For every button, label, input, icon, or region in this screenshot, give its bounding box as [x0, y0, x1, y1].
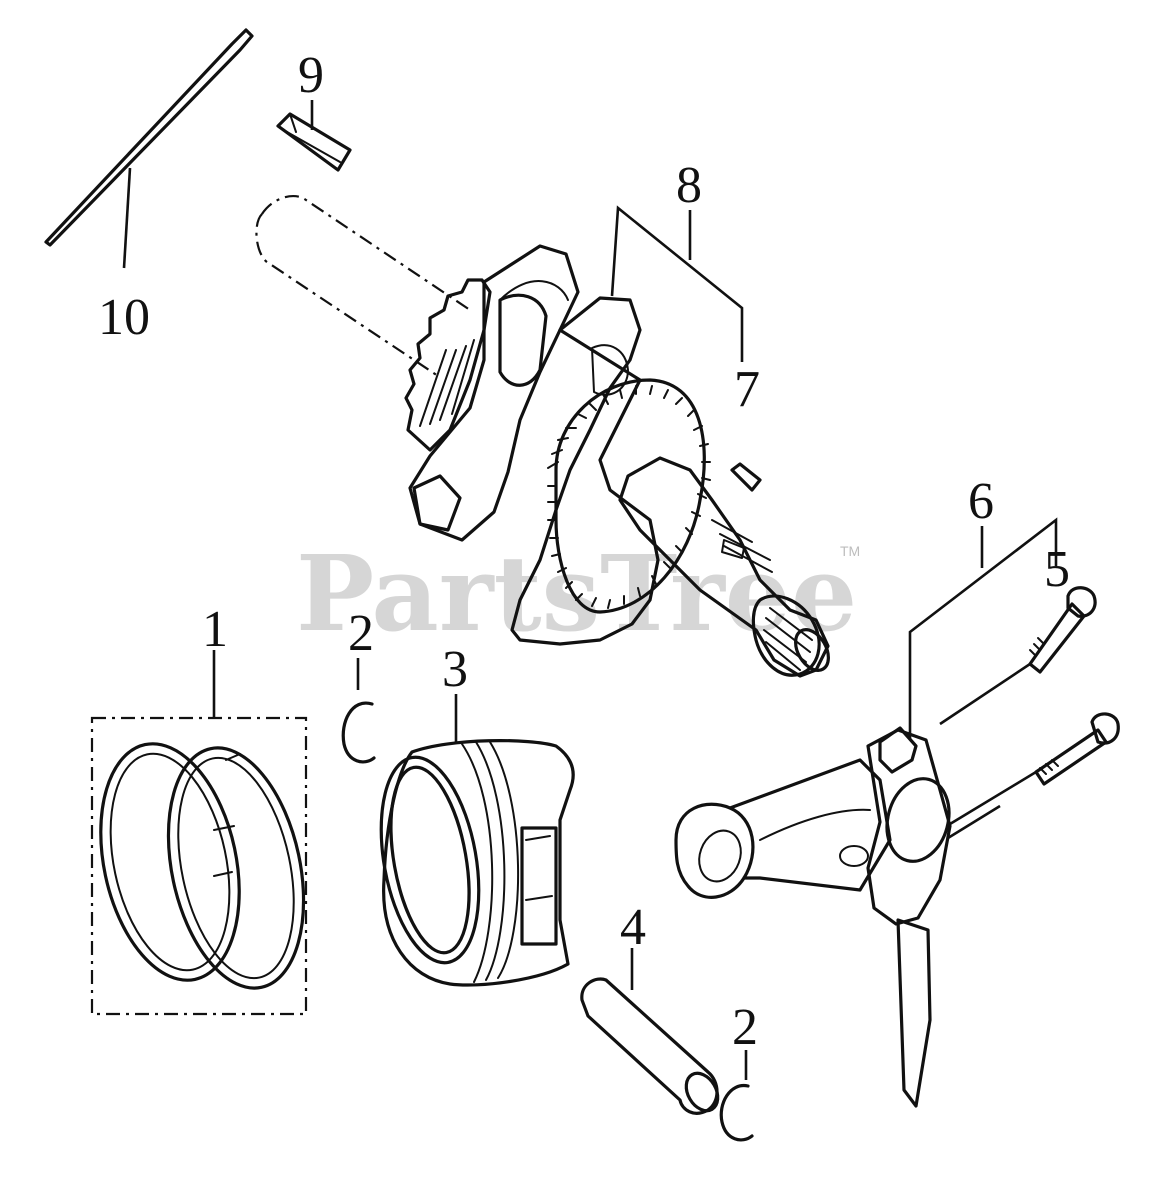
part-clip-upper [341, 658, 376, 764]
watermark-trademark: TM [840, 543, 860, 559]
callout-ring-set: 1 [202, 601, 228, 658]
part-key-small [730, 462, 762, 492]
part-bolts [939, 586, 1120, 826]
part-piston [379, 694, 575, 987]
watermark-text: PartsTree [296, 532, 857, 655]
callout-dipper: 10 [98, 289, 150, 346]
callout-connecting-rod: 6 [968, 473, 994, 530]
callout-crankshaft: 8 [676, 157, 702, 214]
watermark: PartsTree TM [296, 532, 860, 655]
part-connecting-rod [674, 517, 1058, 1108]
callout-piston-pin: 4 [620, 899, 646, 956]
part-piston-pin [580, 948, 720, 1115]
part-clip-lower [719, 1050, 754, 1142]
part-crankshaft [404, 205, 830, 678]
callout-key-small: 7 [734, 361, 760, 418]
callout-labels: 1 2 3 4 2 5 6 7 8 9 10 [98, 47, 1070, 1056]
part-ring-set [90, 650, 308, 1016]
part-dipper-rod [44, 28, 254, 269]
callout-bolt: 5 [1044, 541, 1070, 598]
callout-clip-lower: 2 [732, 999, 758, 1056]
callout-key-top: 9 [298, 47, 324, 104]
part-key-top [276, 100, 352, 172]
callout-clip-upper: 2 [348, 605, 374, 662]
shaft-phantom [255, 195, 471, 377]
callout-piston: 3 [442, 641, 468, 698]
